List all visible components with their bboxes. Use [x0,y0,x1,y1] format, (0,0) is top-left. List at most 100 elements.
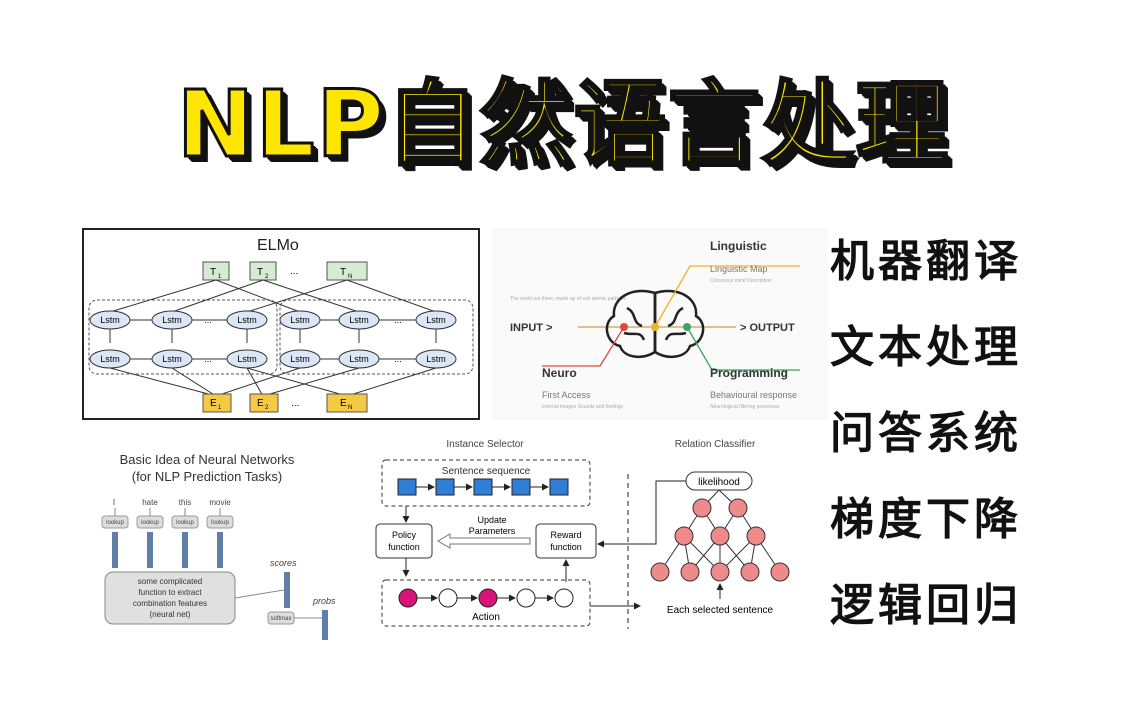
rl-sentence-squares [397,478,569,496]
svg-text:Lstm: Lstm [349,354,369,364]
nn-function-text: some complicated function to extract com… [133,577,207,619]
svg-text:Lstm: Lstm [100,315,120,325]
svg-text:...: ... [394,315,402,325]
svg-text:N: N [348,405,352,411]
nn-scores-vector [284,572,290,608]
brain-first-access-sub: Internal images Sounds and feelings [542,404,623,410]
rl-policy-line2: function [388,542,420,552]
rl-sentence-sequence-label: Sentence sequence [442,466,531,477]
rl-policy-line1: Policy [392,530,417,540]
brain-world-text: The world out there, made up of sub atom… [510,296,627,302]
elmo-lstm-nodes: Lstm Lstm ... Lstm Lstm Lstm ... Lstm Ls… [89,310,457,369]
svg-text:T: T [340,267,346,278]
rl-tree-nodes [650,498,790,582]
brain-icon [605,289,705,359]
svg-text:I: I [113,498,115,507]
svg-text:E: E [340,398,347,409]
svg-text:(neural net): (neural net) [150,610,191,619]
brain-neuro-line [542,326,625,367]
nn-title-line1: Basic Idea of Neural Networks [120,452,295,467]
topic-gradient-descent: 梯度下降 [830,494,1022,545]
svg-text:Lstm: Lstm [162,315,182,325]
brain-programming-line [686,326,800,371]
svg-text:lookup: lookup [106,520,124,526]
rl-instance-selector-label: Instance Selector [446,439,524,450]
brain-diagram: The world out there, made up of sub atom… [492,228,828,420]
svg-text:Lstm: Lstm [349,315,369,325]
svg-text:Lstm: Lstm [426,354,446,364]
rl-action-circles [398,588,574,608]
nn-probs-label: probs [312,596,336,606]
svg-text:2: 2 [265,405,269,411]
topic-machine-translation: 机器翻译 [830,236,1022,287]
svg-text:Lstm: Lstm [162,354,182,364]
svg-text:N: N [348,274,352,280]
brain-neuro-dot [620,323,628,331]
svg-text:1: 1 [218,405,222,411]
rl-update-line1: Update [477,515,506,525]
svg-text:Lstm: Lstm [426,315,446,325]
nn-probs-vector [322,610,328,640]
rl-each-selected-label: Each selected sentence [667,605,774,616]
svg-text:2: 2 [265,274,269,280]
brain-programming-label: Programming [710,366,788,380]
svg-text:E: E [210,398,217,409]
rl-reward-line1: Reward [550,530,581,540]
elmo-title: ELMo [257,237,299,254]
svg-text:Lstm: Lstm [237,315,257,325]
rl-relation-classifier-label: Relation Classifier [675,439,756,450]
brain-linguistic-line [654,265,800,328]
elmo-forward-group [88,299,278,375]
rl-likelihood-to-reward [597,480,686,548]
elmo-dots-bottom: ... [291,398,299,409]
svg-text:1: 1 [218,274,222,280]
svg-text:combination features: combination features [133,599,207,608]
svg-text:Lstm: Lstm [100,354,120,364]
svg-text:T: T [210,267,216,278]
brain-linguistic-dot [651,323,659,331]
svg-text:Lstm: Lstm [290,315,310,325]
brain-behavioural: Behavioural response [710,390,797,400]
brain-linguistic-map: Linguistic Map [710,264,768,274]
brain-linguistic-label: Linguistic [710,239,767,253]
brain-linguistic-sub: Conscious mind Description [710,278,772,284]
topic-question-answering: 问答系统 [830,408,1022,459]
svg-text:hate: hate [142,498,158,507]
rl-reward-line2: function [550,542,582,552]
elmo-frame [82,228,480,420]
nn-word-lines [114,508,221,516]
brain-input-label: INPUT > [510,322,552,334]
svg-text:lookup: lookup [176,520,194,526]
svg-text:lookup: lookup [211,520,229,526]
brain-output-label: > OUTPUT [740,322,795,334]
svg-text:function to extract: function to extract [138,588,202,597]
brain-programming-dot [683,323,691,331]
rl-update-arrow [437,533,531,549]
rl-reward-function-box [535,523,597,559]
nn-to-scores-line [234,589,285,599]
topic-text-processing: 文本处理 [830,322,1022,373]
svg-text:...: ... [394,354,402,364]
rl-likelihood-label: likelihood [698,477,740,488]
nn-lookups: lookup lookup lookup lookup [101,515,234,529]
svg-text:lookup: lookup [141,520,159,526]
elmo-dots-top: ... [290,266,298,277]
neural-network-diagram: Basic Idea of Neural Networks (for NLP P… [101,452,336,640]
rl-sentence-sequence-box [381,459,591,507]
topic-list: 机器翻译 文本处理 问答系统 梯度下降 逻辑回归 [830,240,1040,670]
svg-text:this: this [179,498,191,507]
brain-neuro-label: Neuro [542,366,577,380]
rl-update-line2: Parameters [469,526,516,536]
banner-title: NLP自然语言处理 [175,70,951,180]
svg-text:...: ... [204,354,212,364]
svg-text:E: E [257,398,264,409]
svg-text:T: T [257,267,263,278]
rl-action-label: Action [472,612,500,623]
nn-words: I hate this movie [113,498,231,507]
